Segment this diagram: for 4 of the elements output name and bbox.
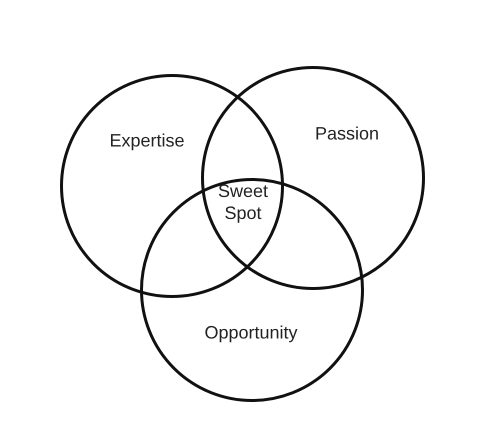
set-label: Opportunity — [204, 322, 298, 344]
set-label: Passion — [314, 124, 380, 144]
set-label: Expertise — [109, 130, 185, 152]
intersection-label: Sweet Spot — [216, 180, 270, 224]
